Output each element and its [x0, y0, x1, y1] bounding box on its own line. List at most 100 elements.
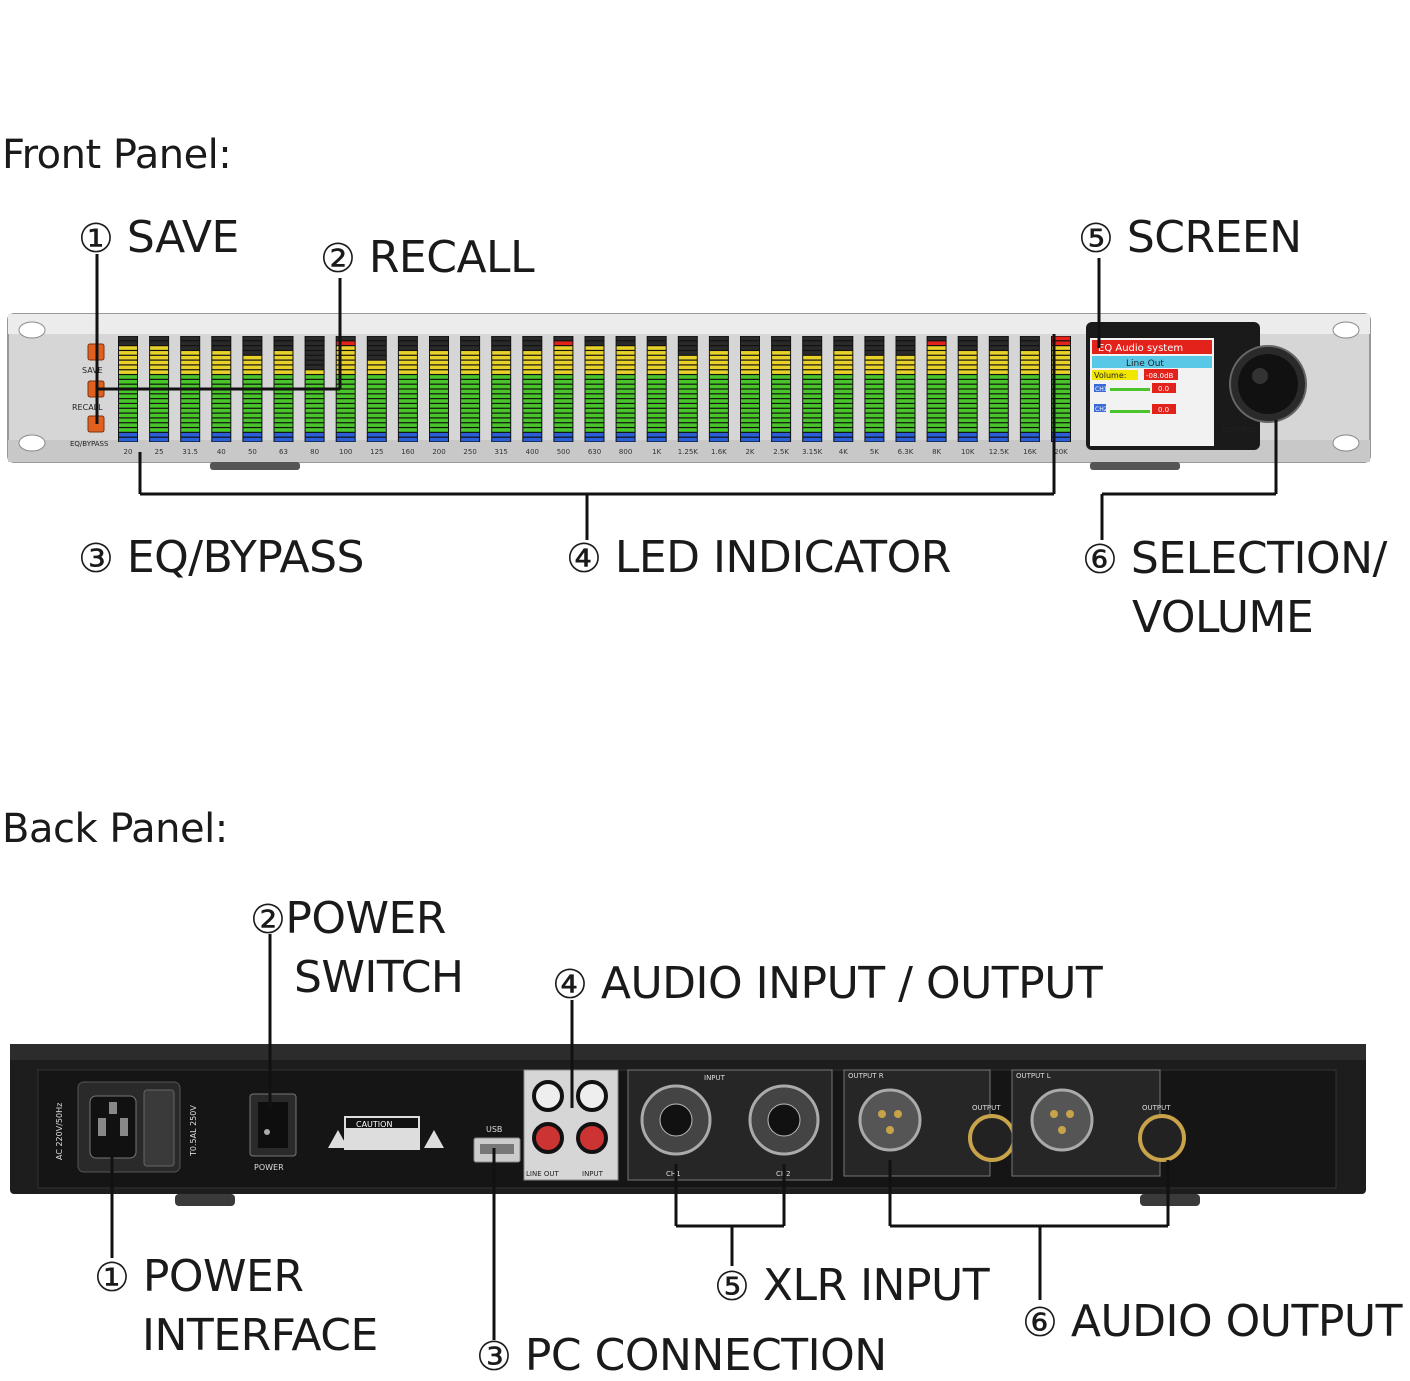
led-segment	[741, 384, 759, 389]
led-segment	[741, 428, 759, 432]
led-segment	[430, 399, 448, 403]
led-segment	[212, 360, 231, 365]
led-segment	[212, 336, 231, 341]
led-segment	[678, 341, 697, 346]
led-segment	[554, 360, 573, 365]
led-segment	[834, 355, 853, 360]
led-segment	[647, 418, 666, 423]
led-segment	[150, 336, 169, 341]
led-segment	[523, 341, 542, 346]
led-segment	[709, 404, 728, 408]
led-segment	[150, 346, 169, 350]
led-segment	[243, 370, 262, 374]
led-segment	[865, 404, 884, 408]
led-segment	[181, 336, 200, 341]
led-segment	[305, 413, 324, 418]
led-segment	[989, 360, 1008, 365]
led-segment	[150, 375, 169, 379]
rack-hole-icon	[1332, 434, 1360, 452]
led-segment	[336, 370, 355, 374]
led-segment	[523, 346, 542, 350]
led-segment	[989, 365, 1008, 370]
led-segment	[834, 428, 853, 432]
led-segment	[119, 428, 137, 432]
led-segment	[212, 408, 231, 413]
selection-volume-knob[interactable]	[1229, 345, 1307, 423]
led-segment	[554, 384, 573, 389]
xlr-input-jacks[interactable]	[627, 1069, 833, 1181]
led-segment	[523, 408, 542, 413]
led-segment	[772, 437, 791, 442]
led-segment	[865, 351, 884, 355]
screen-ch1-label: CH1	[1095, 386, 1108, 393]
callout-audio-output: ⑥ AUDIO OUTPUT	[1022, 1296, 1402, 1347]
led-segment	[616, 379, 635, 384]
led-segment	[585, 379, 604, 384]
led-segment	[1020, 413, 1039, 418]
led-segment	[398, 408, 417, 413]
led-segment	[430, 365, 448, 370]
led-segment	[430, 408, 448, 413]
led-segment	[803, 336, 822, 341]
power-switch[interactable]	[249, 1093, 297, 1157]
led-segment	[1052, 418, 1070, 423]
rack-hole-icon	[18, 321, 46, 339]
led-segment	[709, 341, 728, 346]
led-segment	[243, 413, 262, 418]
jack-output-l-label: OUTPUT	[1142, 1104, 1171, 1112]
led-segment	[181, 351, 200, 355]
led-segment	[461, 351, 480, 355]
led-segment	[1052, 432, 1070, 437]
led-segment	[958, 346, 977, 350]
usb-port[interactable]	[473, 1137, 521, 1163]
eq-band-label: 1K	[652, 448, 661, 456]
led-segment	[865, 384, 884, 389]
led-segment	[958, 370, 977, 374]
led-segment	[181, 375, 200, 379]
led-segment	[958, 351, 977, 355]
led-segment	[181, 389, 200, 394]
audio-output-jacks[interactable]	[843, 1069, 1186, 1177]
led-segment	[865, 346, 884, 350]
led-segment	[119, 351, 137, 355]
led-segment	[181, 408, 200, 413]
led-segment	[554, 346, 573, 350]
led-segment	[523, 370, 542, 374]
led-segment	[834, 389, 853, 394]
led-segment	[896, 360, 915, 365]
led-segment	[367, 370, 386, 374]
led-segment	[709, 437, 728, 442]
led-segment	[1020, 365, 1039, 370]
xlr-ch1-label: CH1	[666, 1170, 681, 1178]
led-segment	[709, 413, 728, 418]
led-segment	[616, 341, 635, 346]
led-segment	[367, 384, 386, 389]
led-segment	[398, 379, 417, 384]
led-segment	[305, 432, 324, 437]
led-segment	[1052, 341, 1070, 346]
led-segment	[1020, 389, 1039, 394]
led-segment	[523, 423, 542, 427]
led-segment	[367, 341, 386, 346]
led-segment	[398, 423, 417, 427]
led-segment	[181, 399, 200, 403]
led-segment	[398, 389, 417, 394]
led-segment	[772, 365, 791, 370]
led-segment	[150, 384, 169, 389]
led-segment	[119, 370, 137, 374]
led-segment	[492, 360, 511, 365]
led-segment	[585, 404, 604, 408]
led-segment	[803, 375, 822, 379]
led-segment	[398, 351, 417, 355]
led-segment	[741, 423, 759, 427]
led-segment	[647, 379, 666, 384]
led-segment	[585, 394, 604, 399]
led-segment	[647, 375, 666, 379]
led-segment	[678, 394, 697, 399]
led-segment	[243, 365, 262, 370]
led-segment	[616, 384, 635, 389]
led-segment	[305, 399, 324, 403]
callout-save: ① SAVE	[78, 212, 239, 263]
power-inlet[interactable]	[77, 1081, 181, 1173]
led-segment	[461, 389, 480, 394]
